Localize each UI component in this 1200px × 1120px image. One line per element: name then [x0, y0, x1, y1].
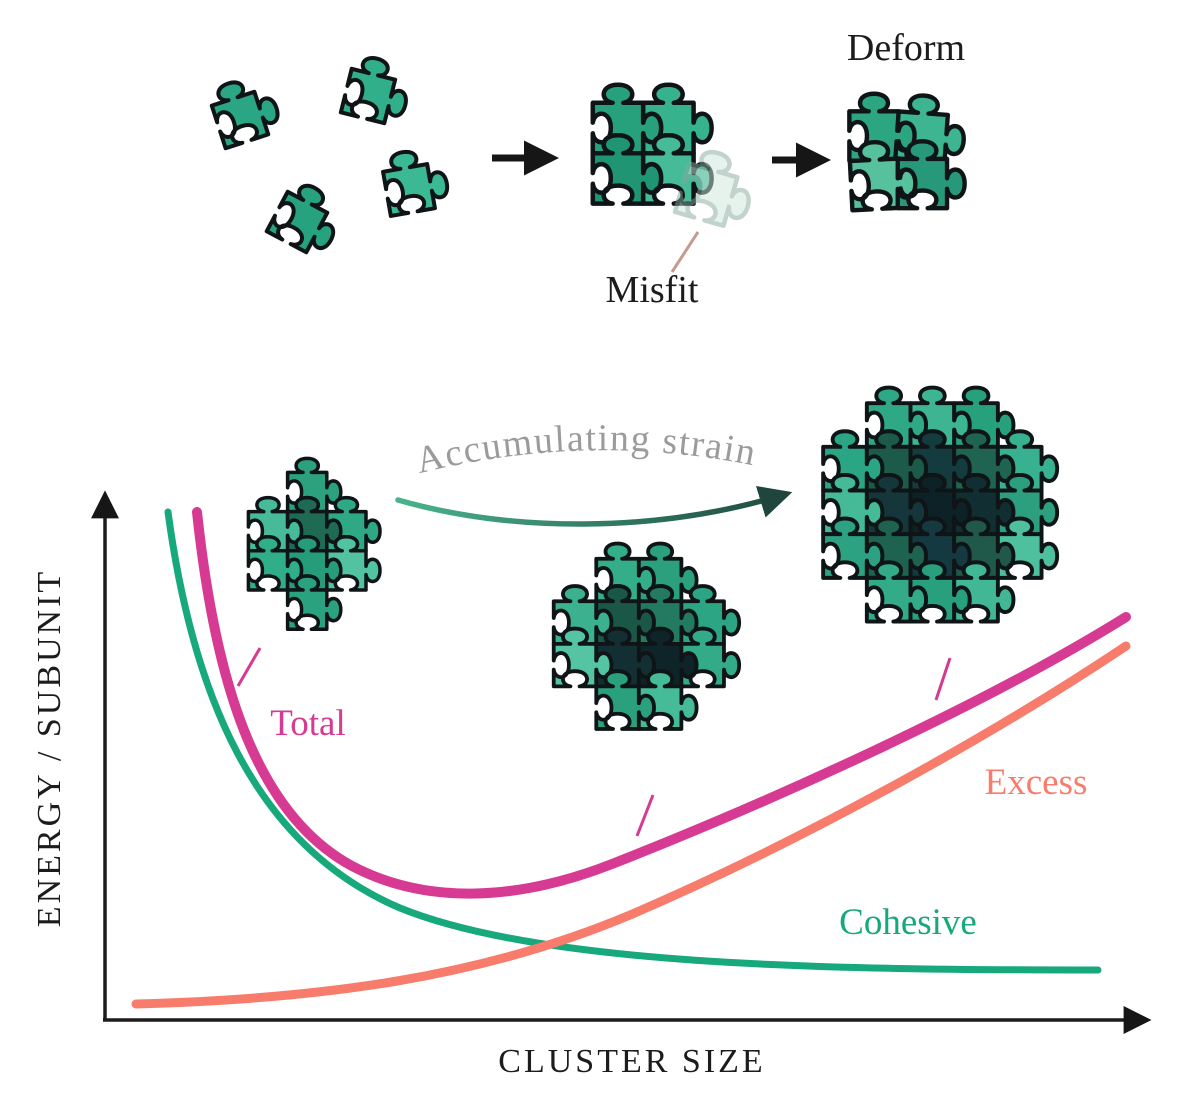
large-cluster	[821, 385, 1060, 624]
excess-label: Excess	[985, 762, 1088, 803]
puzzle-piece	[207, 72, 284, 149]
x-axis-label: CLUSTER SIZE	[498, 1043, 765, 1080]
cohesive-curve	[164, 508, 1102, 974]
medium-cluster	[551, 541, 742, 731]
total-curve	[192, 507, 1131, 899]
large-cluster-pointer	[934, 657, 952, 701]
excess-curve	[131, 641, 1131, 1009]
assembly-sequence: Deform Misfit	[207, 27, 967, 311]
misfit-cluster	[593, 85, 760, 273]
misfit-label: Misfit	[606, 269, 699, 311]
puzzle-piece	[267, 178, 349, 260]
deform-label: Deform	[847, 27, 965, 69]
puzzle-piece	[341, 53, 415, 127]
medium-cluster-pointer	[635, 794, 655, 837]
strain-annotation: Accumulating strain	[412, 417, 760, 482]
cohesive-label: Cohesive	[839, 902, 977, 943]
energy-plot: ENERGY / SUBUNIT CLUSTER SIZE Total Exce…	[31, 385, 1152, 1080]
deform-cluster	[849, 94, 967, 211]
strain-arrow	[395, 485, 793, 527]
scattered-pieces	[207, 53, 451, 259]
small-cluster-pointer	[236, 647, 262, 687]
puzzle-piece	[380, 146, 450, 216]
strain-label: Accumulating strain	[412, 417, 759, 482]
misfit-pointer-line	[670, 231, 700, 273]
y-axis-label: ENERGY / SUBUNIT	[31, 569, 68, 927]
small-cluster	[246, 456, 382, 631]
total-label: Total	[270, 703, 346, 744]
